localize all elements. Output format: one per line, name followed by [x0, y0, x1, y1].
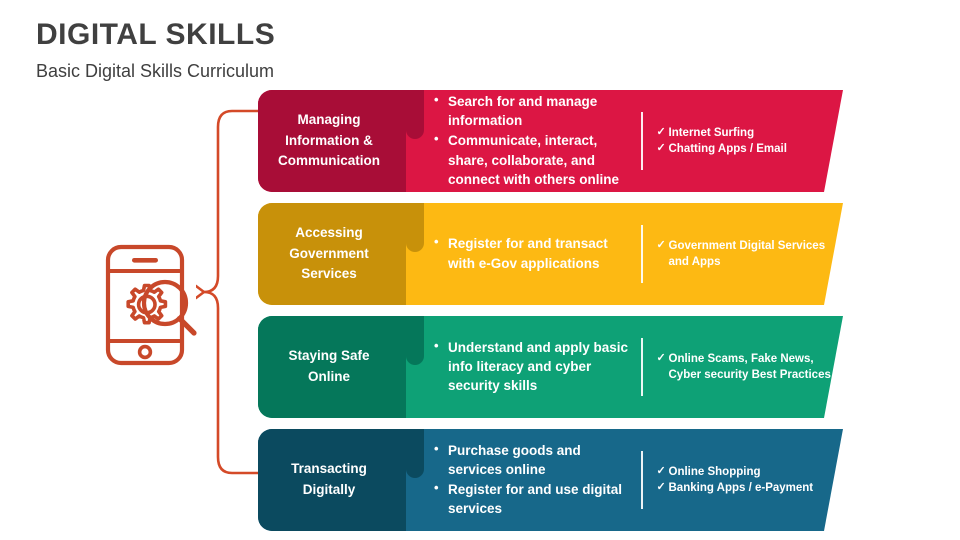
skill-row-managing-information-communication[interactable]: Managing Information & Communication Sea…	[258, 90, 868, 192]
skill-row-label: Managing Information & Communication	[258, 90, 400, 192]
bullet-item: Register for and transact with e-Gov app…	[434, 233, 633, 272]
check-item: Online Shopping	[657, 464, 832, 480]
check-item: Online Scams, Fake News, Cyber security …	[657, 351, 832, 384]
bullet-item: Communicate, interact, share, collaborat…	[434, 130, 633, 188]
skill-row-label-line3: Services	[301, 266, 357, 282]
skill-row-label-line2: Online	[307, 369, 350, 384]
bullet-item: Purchase goods and services online	[434, 440, 633, 479]
skill-row-staying-safe-online[interactable]: Staying Safe Online Understand and apply…	[258, 316, 868, 418]
skill-row-bullets: Purchase goods and services online Regis…	[428, 440, 633, 520]
column-divider	[641, 225, 643, 283]
bullet-item: Understand and apply basic info literacy…	[434, 337, 633, 395]
skill-row-label: Transacting Digitally	[258, 429, 400, 531]
page-subtitle: Basic Digital Skills Curriculum	[36, 60, 275, 81]
column-divider	[641, 338, 643, 396]
skill-row-checks: Government Digital Services and Apps	[657, 238, 832, 271]
skill-row-body: Understand and apply basic info literacy…	[428, 316, 868, 418]
check-item: Government Digital Services and Apps	[657, 238, 832, 271]
skill-row-checks: Online Shopping Banking Apps / e-Payment	[657, 464, 832, 497]
skill-row-label-line2: Digitally	[302, 482, 356, 497]
check-item: Internet Surfing	[657, 125, 832, 141]
header: DIGITAL SKILLS Basic Digital Skills Curr…	[36, 18, 636, 82]
skill-row-label-line3: Communication	[277, 153, 380, 169]
check-item: Banking Apps / e-Payment	[657, 480, 832, 496]
page-title: DIGITAL SKILLS	[36, 18, 276, 51]
skill-row-body: Register for and transact with e-Gov app…	[428, 203, 868, 305]
column-divider	[641, 451, 643, 509]
skill-row-label-line2: Government	[289, 245, 369, 261]
skill-row-checks: Online Scams, Fake News, Cyber security …	[657, 351, 832, 384]
brace-connector	[194, 108, 266, 476]
skills-rows: Managing Information & Communication Sea…	[258, 90, 868, 534]
skill-row-bullets: Search for and manage information Commun…	[428, 91, 633, 190]
skill-row-bullets: Understand and apply basic info literacy…	[428, 337, 633, 396]
bullet-item: Search for and manage information	[434, 91, 633, 130]
skill-row-label-line1: Transacting	[291, 461, 367, 477]
skill-row-checks: Internet Surfing Chatting Apps / Email	[657, 125, 832, 158]
skill-row-label-line1: Staying Safe	[288, 348, 370, 364]
skill-row-label-line1: Accessing	[295, 224, 363, 240]
skill-row-accessing-government-services[interactable]: Accessing Government Services Register f…	[258, 203, 868, 305]
check-item: Chatting Apps / Email	[657, 141, 832, 157]
skill-row-label-line2: Information &	[285, 132, 373, 148]
skill-row-bullets: Register for and transact with e-Gov app…	[428, 233, 633, 273]
skill-row-body: Purchase goods and services online Regis…	[428, 429, 868, 531]
skill-row-label-line1: Managing	[297, 111, 361, 127]
skill-row-label: Accessing Government Services	[258, 203, 400, 305]
smartphone-gear-magnifier-icon	[104, 243, 204, 367]
column-divider	[641, 112, 643, 170]
bullet-item: Register for and use digital services	[434, 479, 633, 518]
skill-row-label: Staying Safe Online	[258, 316, 400, 418]
skill-row-transacting-digitally[interactable]: Transacting Digitally Purchase goods and…	[258, 429, 868, 531]
skill-row-body: Search for and manage information Commun…	[428, 90, 868, 192]
